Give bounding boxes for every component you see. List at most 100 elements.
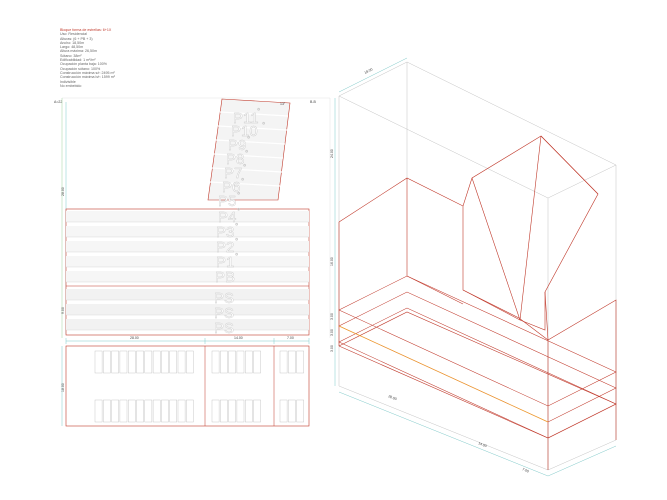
tower-edge <box>471 177 521 321</box>
floor-line <box>211 167 283 173</box>
level-label-p2: P2 <box>216 239 234 256</box>
building-outline <box>338 135 617 470</box>
parking-space <box>288 399 296 423</box>
dim-axon-height-3: 3.00 <box>330 313 334 320</box>
parking-space <box>279 399 288 423</box>
info-line: Largo: 48,50m <box>60 45 84 50</box>
info-line: Alturas: (6 + PB + 3) <box>60 36 93 41</box>
degree-mark: ° <box>237 207 240 216</box>
building-edge <box>338 345 617 439</box>
parking-space <box>296 350 304 374</box>
parking-space <box>244 350 253 374</box>
tower-upper: 13° <box>207 98 291 201</box>
floor-line <box>209 181 281 187</box>
dim-axon-top: 18.00 <box>364 67 374 75</box>
dim-axon-bottom-1: 28.00 <box>388 394 398 401</box>
level-label-ps-1: PS <box>214 290 234 307</box>
bbox-edge <box>406 61 617 166</box>
parking-spaces <box>94 350 304 423</box>
bbox-edge <box>547 439 617 471</box>
dim-bottom-3: 7.00 <box>287 336 294 340</box>
basement-level-outline <box>338 307 617 439</box>
degree-mark: ° <box>245 149 248 158</box>
parking-space <box>152 399 161 423</box>
basement-level-outline <box>338 275 617 407</box>
parking-space <box>144 350 153 374</box>
tower-outline <box>207 98 291 201</box>
tower-edge <box>462 135 599 331</box>
dim-height-lower: 9.00 <box>61 307 65 314</box>
info-line: Edificabilidad: 1 m²/m² <box>60 58 96 63</box>
parking-space <box>144 399 153 423</box>
basement-levels <box>338 275 617 439</box>
parking-space <box>288 350 296 374</box>
floor-band <box>66 241 309 252</box>
degree-mark: ° <box>241 177 244 186</box>
parking-space <box>111 350 119 374</box>
level-label-p4: P4 <box>218 209 236 226</box>
parking-space <box>136 350 144 374</box>
parking-space <box>177 399 186 423</box>
info-line: Altura máxima: 26,50m <box>60 49 97 54</box>
level-label-p9: P9 <box>228 137 246 154</box>
plan-outline <box>65 345 310 427</box>
floor-band <box>66 211 309 222</box>
floor-band <box>66 271 309 282</box>
bbox-edge <box>547 164 617 199</box>
parking-space <box>136 399 144 423</box>
dim-axon-bottom-3: 7.00 <box>522 467 530 473</box>
parking-space <box>103 399 111 423</box>
plan-drawing: 18.00 <box>61 345 310 427</box>
bbox-edge <box>338 61 408 97</box>
dim-plan-depth: 18.00 <box>61 383 65 392</box>
floor-band <box>66 319 309 330</box>
parking-space <box>103 350 111 374</box>
level-label-p1: P1 <box>216 254 234 271</box>
parking-space <box>211 350 220 374</box>
parking-space <box>211 399 220 423</box>
axonometric-drawing: 18.00 24.00 16.00 3.00 3.00 3.00 28.00 1… <box>330 57 617 477</box>
info-title: Bloque forma de estrellas: 6+1X <box>60 28 112 32</box>
degree-mark: ° <box>243 163 246 172</box>
degree-mark: ° <box>235 222 238 231</box>
dim-axon-height-1: 24.00 <box>330 149 334 158</box>
dim-height-upper: 28.00 <box>61 187 65 196</box>
parking-space <box>94 350 103 374</box>
parking-space <box>236 350 245 374</box>
info-line: Ancho: 18,50m <box>60 40 85 45</box>
floor-band <box>66 304 309 315</box>
floor-line <box>215 139 286 145</box>
parking-space <box>111 399 119 423</box>
degree-mark: ° <box>247 135 250 144</box>
floor-band <box>66 226 309 237</box>
block-lower <box>65 208 310 336</box>
dim-axon-height-5: 3.00 <box>330 345 334 352</box>
angle-label: 13° <box>280 102 286 106</box>
building-edge <box>338 177 464 223</box>
floor-band <box>66 289 309 300</box>
section-label-left: A=22 <box>54 100 62 104</box>
parking-space <box>152 350 161 374</box>
parking-space <box>253 350 261 374</box>
floor-line <box>219 111 289 117</box>
parking-space <box>186 350 194 374</box>
parking-space <box>161 399 169 423</box>
parking-space <box>161 350 169 374</box>
parking-space <box>127 399 136 423</box>
level-label-pb: PB <box>215 269 235 286</box>
parking-space <box>127 350 136 374</box>
floor-line <box>213 153 284 159</box>
parking-space <box>236 399 245 423</box>
parking-space <box>220 350 228 374</box>
info-line: Construcción máxima s/r: 2495 m² <box>60 70 115 75</box>
bbox-edge <box>338 385 549 471</box>
degree-mark: ° <box>257 107 260 116</box>
dim-axon-bottom-2: 14.00 <box>478 441 488 448</box>
degree-mark: ° <box>235 252 238 261</box>
floor-rows <box>66 211 309 331</box>
degree-mark: ° <box>235 237 238 246</box>
parking-space <box>177 350 186 374</box>
section-drawing: A=22 B-B 28.00 9.00 13° P11 <box>54 97 331 344</box>
level-label-p6: P6 <box>222 179 240 196</box>
